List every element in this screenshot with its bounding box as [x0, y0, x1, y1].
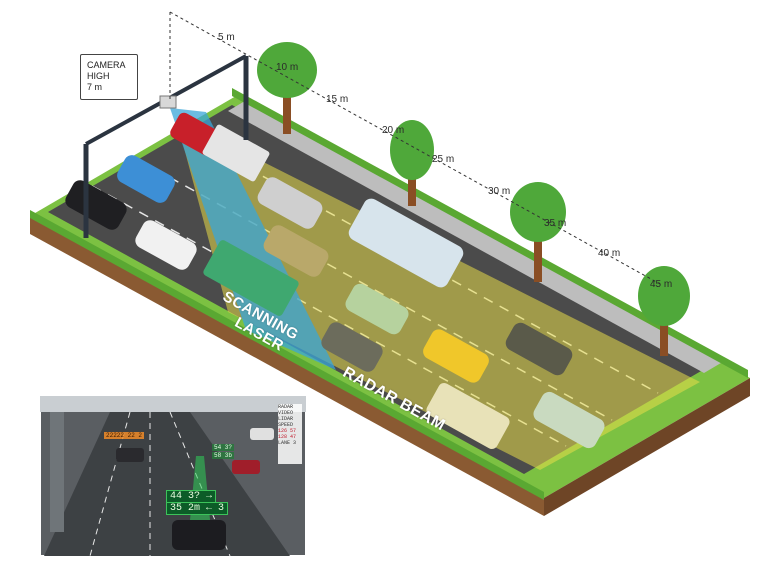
car — [257, 177, 323, 229]
tree — [390, 120, 434, 206]
car — [505, 322, 573, 376]
truck — [203, 240, 299, 316]
car — [135, 220, 197, 270]
trees — [257, 42, 690, 356]
vehicles — [65, 112, 605, 449]
distance-marker: 45 m — [650, 279, 672, 290]
panel-line: 128 47 — [278, 434, 297, 440]
car — [263, 225, 329, 277]
distance-marker: 25 m — [432, 154, 454, 165]
distance-markers: 5 m 10 m 15 m 20 m 25 m 30 m 35 m 40 m 4… — [218, 32, 672, 290]
camera-label-line3: 7 m — [87, 82, 103, 92]
tree — [257, 42, 317, 134]
panel-line: LANE 3 — [278, 440, 297, 446]
distance-marker: 5 m — [218, 32, 235, 43]
inset-side-panel: RADAR VIDEO LIDAR SPEED 126 57 128 47 LA… — [278, 404, 302, 464]
inset-car — [116, 448, 144, 462]
car — [345, 283, 409, 335]
inset-tag: 58 3b — [212, 452, 235, 459]
panel-line: SPEED — [278, 422, 294, 428]
camera-height-callout: CAMERA HIGH 7 m — [80, 54, 138, 100]
inset-car — [250, 428, 274, 440]
camera-view-inset — [39, 395, 307, 557]
camera-label-line1: CAMERA — [87, 60, 126, 70]
panel-line: VIDEO — [278, 410, 294, 416]
van — [426, 383, 510, 449]
inset-tag: 54 3? — [212, 444, 235, 451]
truck — [202, 124, 270, 182]
panel-line: RADAR — [278, 404, 294, 410]
panel-line: 126 57 — [278, 428, 297, 434]
car — [65, 180, 127, 230]
car — [533, 391, 605, 449]
inset-tag: 22222 22 2 — [104, 432, 145, 439]
scanning-laser-beam — [170, 108, 336, 370]
car — [117, 155, 175, 203]
distance-marker: 20 m — [382, 125, 404, 136]
tree — [510, 182, 566, 282]
distance-marker: 30 m — [488, 186, 510, 197]
camera-gantry — [83, 54, 249, 238]
camera-label-line2: HIGH — [87, 71, 110, 81]
inset-hud-line2: 35 2m ← 3 — [166, 502, 229, 515]
camera-unit — [159, 95, 177, 109]
bus — [348, 198, 464, 288]
hedge-back — [232, 88, 748, 378]
inset-car — [232, 460, 260, 474]
distance-marker: 10 m — [276, 62, 298, 73]
car — [423, 329, 489, 383]
hedge-front — [30, 210, 544, 500]
distance-marker: 35 m — [544, 218, 566, 229]
distance-marker: 40 m — [598, 248, 620, 259]
panel-line: LIDAR — [278, 416, 294, 422]
distance-marker: 15 m — [326, 94, 348, 105]
car — [321, 322, 383, 372]
tree — [638, 266, 690, 356]
inset-car — [172, 520, 226, 550]
